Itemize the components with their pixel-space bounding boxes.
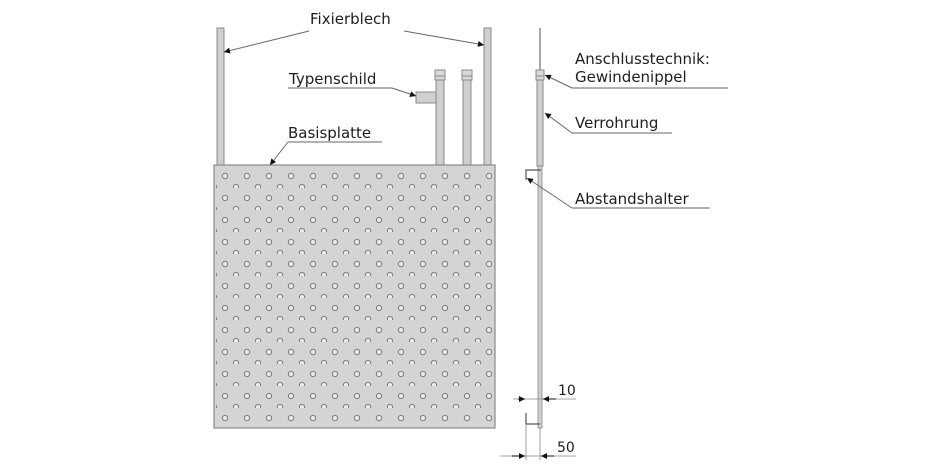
side-abstandshalter xyxy=(525,169,541,180)
label-typenschild: Typenschild xyxy=(288,70,376,88)
label-abstandshalter: Abstandshalter xyxy=(575,190,689,208)
dimension-50-value: 50 xyxy=(557,440,575,456)
leader-typenschild xyxy=(391,87,417,97)
side-basisplatte-edge xyxy=(537,165,543,429)
dimension-10-value: 10 xyxy=(558,383,576,399)
leader-basisplatte xyxy=(269,141,289,166)
leader-fixierblech-left xyxy=(223,30,310,54)
label-gewindenippel: Gewindenippel xyxy=(575,68,687,86)
fixierblech-left-rod xyxy=(216,27,225,167)
label-anschlusstechnik: Anschlusstechnik: xyxy=(575,50,710,68)
pipe-left xyxy=(434,69,446,167)
leader-gewindenippel xyxy=(544,74,573,89)
pipe-right xyxy=(461,69,473,167)
fixierblech-right-rod xyxy=(483,27,492,167)
side-view: Anschlusstechnik: Gewindenippel Verrohru… xyxy=(500,28,728,460)
label-fixierblech: Fixierblech xyxy=(310,10,391,28)
dimension-50: 50 xyxy=(500,424,576,460)
leader-abstandshalter xyxy=(526,177,573,209)
dimension-10: 10 xyxy=(513,383,576,402)
typenschild-plate xyxy=(415,91,437,104)
label-verrohrung: Verrohrung xyxy=(575,114,658,132)
leader-fixierblech-right xyxy=(403,30,485,47)
basisplatte-holes xyxy=(216,167,493,426)
label-basisplatte: Basisplatte xyxy=(288,124,371,142)
side-verrohrung xyxy=(536,79,544,167)
side-gewindenippel xyxy=(535,69,545,81)
front-view: Fixierblech Typenschild Basisplatte xyxy=(213,10,496,429)
leader-verrohrung xyxy=(544,112,573,134)
